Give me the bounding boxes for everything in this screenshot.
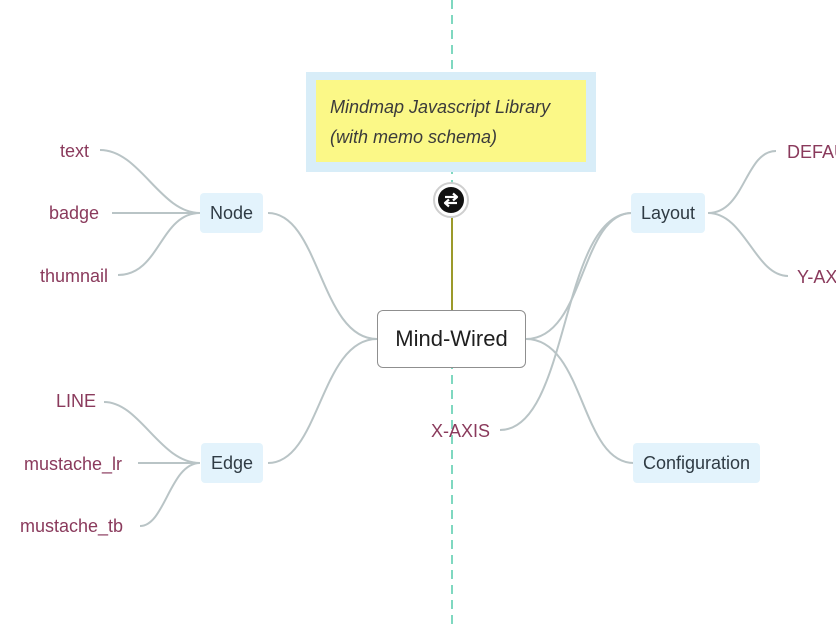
edge-edge-mustache-tb [139, 462, 201, 527]
branch-layout[interactable]: Layout [631, 193, 706, 233]
branch-node[interactable]: Node [200, 193, 264, 233]
memo-line-2: (with memo schema) [330, 127, 498, 147]
leaf-thumnail[interactable]: thumnail [40, 266, 109, 286]
edge-layout-x-axis [499, 212, 633, 431]
edge-layout-default [707, 150, 777, 214]
memo-node[interactable]: Mindmap Javascript Library (with memo sc… [306, 72, 596, 172]
edge-node-text [99, 149, 201, 214]
leaf-y-axis[interactable]: Y-AX [797, 267, 836, 287]
leaf-text[interactable]: text [60, 141, 90, 161]
edge-node-thumnail [117, 212, 201, 276]
leaf-mustache-tb[interactable]: mustache_tb [20, 516, 124, 536]
branch-edge[interactable]: Edge [201, 443, 264, 483]
edge-root-edge [267, 338, 378, 464]
leaf-mustache-lr[interactable]: mustache_lr [24, 454, 123, 474]
leaf-badge[interactable]: badge [49, 203, 100, 223]
memo-content: Mindmap Javascript Library (with memo sc… [316, 80, 586, 162]
leaf-line[interactable]: LINE [56, 391, 97, 411]
edge-root-node [267, 212, 378, 340]
branch-configuration[interactable]: Configuration [633, 443, 761, 483]
swap-direction-button[interactable] [433, 182, 469, 218]
leaf-x-axis[interactable]: X-AXIS [431, 421, 491, 441]
edge-edge-line [103, 401, 201, 464]
edge-layout-y-axis [707, 212, 789, 277]
leaf-default[interactable]: DEFAU [787, 142, 836, 162]
edge-root-configuration [525, 338, 635, 464]
swap-horizontal-icon [438, 187, 464, 213]
memo-line-1: Mindmap Javascript Library [330, 97, 551, 117]
root-node[interactable]: Mind-Wired [377, 310, 526, 368]
